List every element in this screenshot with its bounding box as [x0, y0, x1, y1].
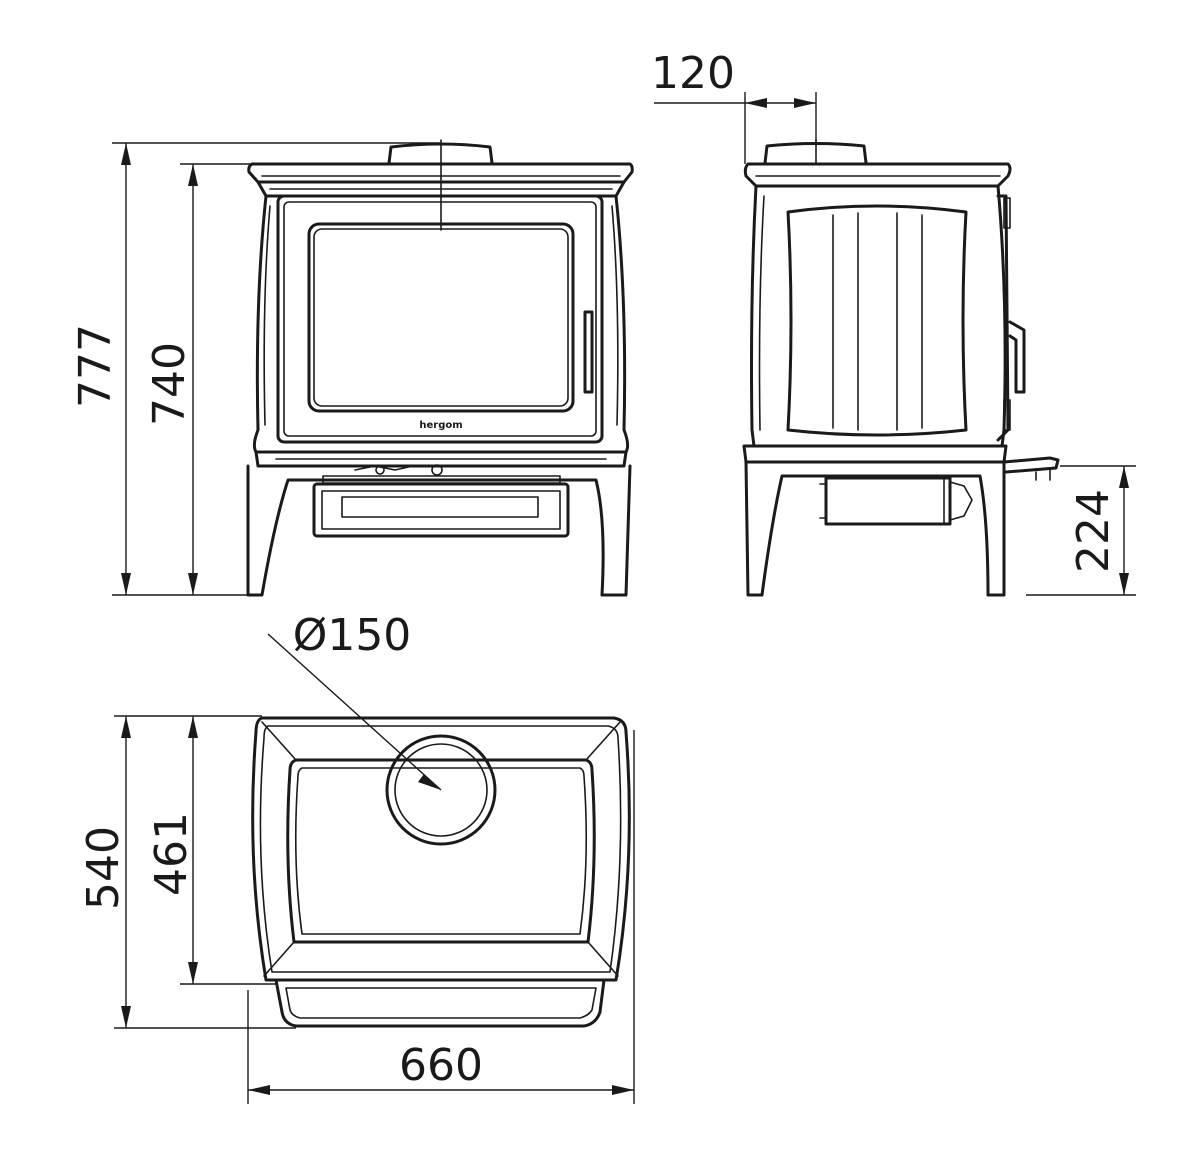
front-legs — [246, 464, 632, 597]
top-flue-ring — [385, 734, 497, 846]
brand-badge: hergom — [419, 420, 462, 431]
side-plinth — [742, 444, 1008, 464]
dim-overall-width: 660 — [399, 1040, 483, 1091]
dim-body-height: 740 — [144, 342, 195, 426]
side-drawer-handle — [949, 481, 973, 521]
side-air-lever — [1002, 456, 1060, 474]
dim-body-depth: 461 — [146, 812, 197, 896]
front-view: hergom — [246, 139, 634, 597]
top-ash-lip — [274, 978, 606, 1028]
front-door-handle — [583, 310, 594, 394]
top-view — [251, 716, 631, 1028]
side-top-plate — [743, 162, 1012, 188]
top-hotplate — [286, 758, 596, 944]
side-view — [742, 139, 1060, 597]
front-ash-drawer — [312, 482, 570, 538]
dim-flue-diameter: Ø150 — [293, 610, 412, 661]
side-legs — [744, 460, 1006, 597]
side-panel — [786, 204, 968, 437]
dim-flue-offset: 120 — [651, 48, 735, 99]
front-door-glass — [307, 222, 575, 413]
dim-overall-depth: 540 — [78, 826, 129, 910]
side-ash-drawer — [824, 476, 952, 526]
side-door-edge — [996, 194, 1010, 442]
dim-overall-height: 777 — [70, 324, 121, 408]
top-outline — [251, 716, 631, 982]
front-door — [276, 194, 604, 444]
dimension-lines — [112, 92, 1136, 1104]
side-door-handle — [1008, 320, 1026, 394]
dim-base-height: 224 — [1068, 489, 1119, 573]
air-control-lever — [354, 465, 414, 471]
front-plinth — [254, 450, 628, 468]
